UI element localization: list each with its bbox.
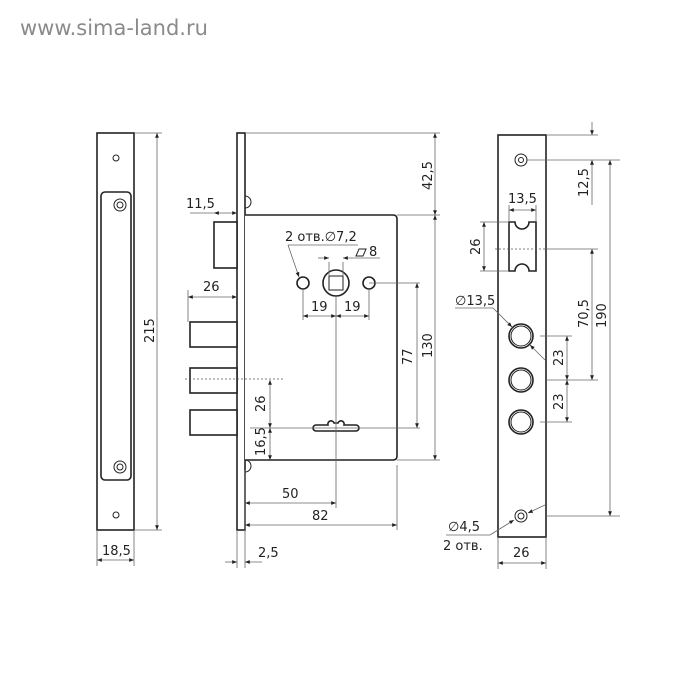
dim-top-hole: 12,5 bbox=[577, 168, 592, 197]
dim-backset: 50 bbox=[282, 487, 299, 502]
watermark: www.sima-land.ru bbox=[20, 16, 208, 40]
dim-hole-spacing-right: 19 bbox=[344, 300, 361, 315]
dim-plate-height: 215 bbox=[143, 318, 158, 343]
screw-hole-count: 2 отв. bbox=[443, 539, 483, 554]
dim-latch-height: 26 bbox=[469, 238, 484, 255]
dim-holes-label: 2 отв.∅7,2 bbox=[285, 230, 357, 245]
dim-plate-width-right: 26 bbox=[513, 546, 530, 561]
dim-body-depth: 82 bbox=[312, 509, 329, 524]
deadbolt-2 bbox=[189, 367, 238, 394]
dim-latch-to-bolt: 70,5 bbox=[577, 299, 592, 328]
dim-latch-width: 13,5 bbox=[508, 192, 537, 207]
dim-bolt-spacing-2: 23 bbox=[552, 393, 567, 410]
dim-latch-depth: 11,5 bbox=[186, 197, 215, 212]
deadbolt-1 bbox=[189, 321, 238, 348]
dim-plate-width: 18,5 bbox=[102, 544, 131, 559]
right-strike-plate: 12,5 190 70,5 23 23 26 13,5 ∅13,5 bbox=[443, 122, 620, 569]
dim-screw-hole-diameter: ∅4,5 bbox=[448, 520, 480, 535]
dim-bolt-to-key: 26 bbox=[254, 395, 269, 412]
square-symbol-icon bbox=[355, 248, 367, 257]
lock-body: 42,5 130 77 26 16,5 11,5 26 19 19 8 bbox=[185, 132, 440, 568]
deadbolt-3 bbox=[189, 409, 238, 436]
dim-bolt-hole-diameter: ∅13,5 bbox=[455, 294, 495, 309]
dim-faceplate-thickness: 2,5 bbox=[258, 546, 279, 561]
dim-spindle-to-key: 77 bbox=[401, 348, 416, 365]
dim-bolt-throw: 26 bbox=[203, 280, 220, 295]
dim-body-height: 130 bbox=[421, 333, 436, 358]
dim-hole-spacing: 190 bbox=[595, 303, 610, 328]
dim-bolt-spacing-1: 23 bbox=[552, 349, 567, 366]
spindle-hub bbox=[322, 269, 350, 297]
dim-square: 8 bbox=[369, 245, 377, 260]
dim-top-offset: 42,5 bbox=[421, 161, 436, 190]
dim-hole-spacing-left: 19 bbox=[311, 300, 328, 315]
latch-bolt bbox=[213, 221, 238, 269]
left-strike-plate: 215 18,5 bbox=[96, 132, 162, 566]
dim-key-to-bottom: 16,5 bbox=[254, 427, 269, 456]
